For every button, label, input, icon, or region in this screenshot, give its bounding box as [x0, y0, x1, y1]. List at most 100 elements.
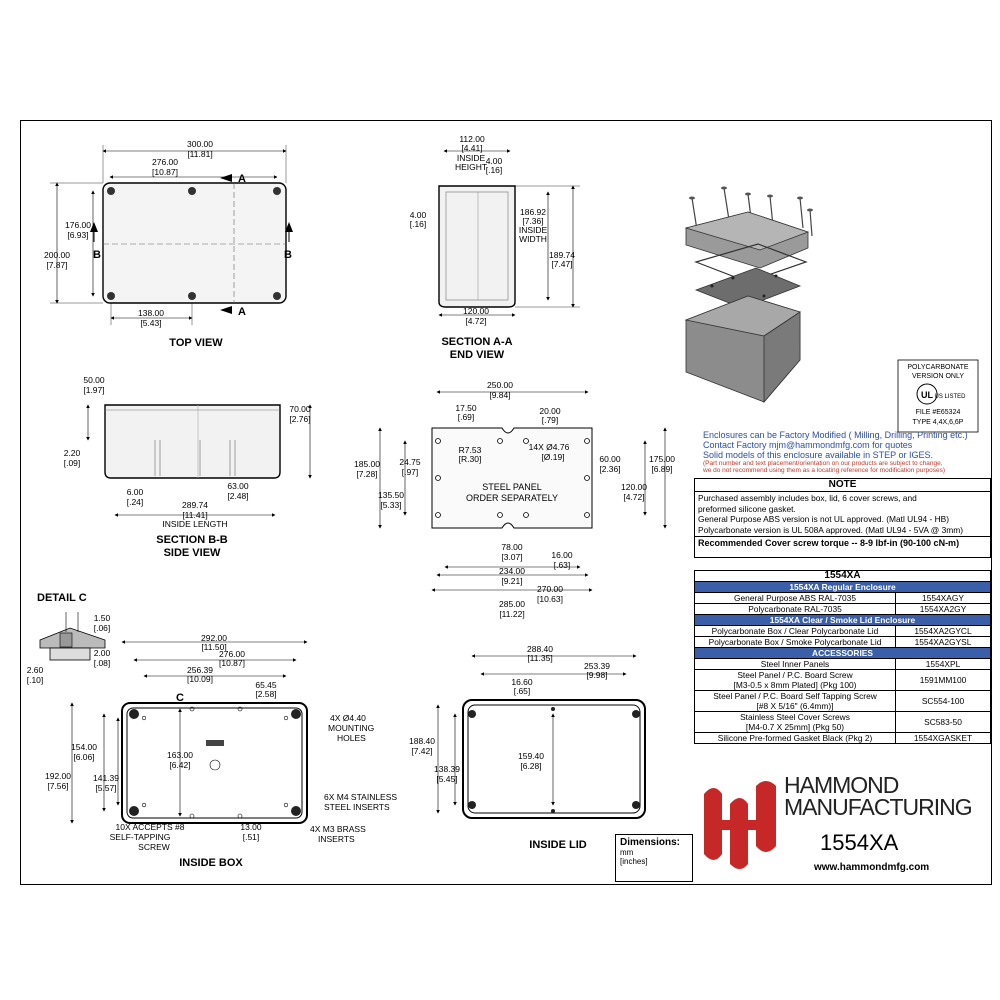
panel-hole: 14X Ø4.76 [529, 442, 570, 452]
table-row: Stainless Steel Cover Screws[M4-0.7 X 25… [694, 711, 991, 733]
exploded-isometric-view [684, 186, 813, 404]
top-b1: 138.00 [138, 308, 164, 318]
box-c: C [176, 692, 184, 704]
end-d1i: [.16] [410, 219, 427, 229]
panel-v1: 60.00 [599, 454, 621, 464]
box-acc1: 10X ACCEPTS #8 [116, 822, 185, 832]
box-acc2: SELF-TAPPING [110, 832, 171, 842]
box-w2i: [10.87] [219, 658, 245, 668]
box-w3i: [10.09] [187, 674, 213, 684]
panel-b2i: [.63] [554, 560, 571, 570]
mark-a-top: A [238, 173, 246, 185]
panel-h3: 135.50 [378, 490, 404, 500]
factory-info: Enclosures can be Factory Modified ( Mil… [703, 430, 993, 474]
panel-text1: STEEL PANEL [482, 482, 542, 492]
box-acc3: SCREW [138, 842, 170, 852]
table-row: Silicone Pre-formed Gasket Black (Pkg 2)… [694, 732, 991, 744]
title-end-view: END VIEW [450, 349, 505, 361]
box-w4: 65.45 [255, 680, 277, 690]
panel-a1i: [.69] [458, 412, 475, 422]
box-h1i: [6.06] [73, 752, 94, 762]
panel-h3i: [5.33] [380, 500, 401, 510]
detail-c-view: DETAIL C 1.50 [.06] 2.00 [.08] 2.60 [.10… [27, 592, 111, 685]
panel-b5i: [11.22] [499, 609, 524, 619]
panel-b4i: [10.63] [537, 594, 563, 604]
brand-block: HAMMOND MANUFACTURING 1554XA www.hammond… [694, 772, 991, 882]
info-l1: Enclosures can be Factory Modified ( Mil… [703, 430, 968, 440]
side-h1i: [1.97] [83, 385, 104, 395]
panel-v2: 175.00 [649, 454, 675, 464]
top-w1i: [11.81] [187, 149, 212, 159]
end-b1i: [4.72] [465, 316, 486, 326]
lid-w3i: [.65] [514, 686, 531, 696]
side-l1: 289.74 [182, 500, 208, 510]
lid-h3: 138.39 [434, 764, 460, 774]
note-l1: Purchased assembly includes box, lid, 6 … [698, 493, 917, 503]
detail-d1i: [.06] [94, 623, 111, 633]
panel-a2i: [.79] [542, 415, 559, 425]
box-h4: 141.39 [93, 773, 119, 783]
top-h1: 176.00 [65, 220, 91, 230]
note-box: NOTE Purchased assembly includes box, li… [694, 478, 991, 558]
ul-l1: POLYCARBONATE [907, 364, 969, 371]
panel-v2i: [6.89] [651, 464, 672, 474]
inside-box-view: 292.00 [11.50] 276.00 [10.87] 256.39 [10… [45, 633, 397, 869]
box-w4i: [2.58] [255, 689, 276, 699]
dims-l1: mm [620, 848, 634, 857]
top-h1i: [6.93] [67, 230, 88, 240]
lid-w2: 253.39 [584, 661, 610, 671]
side-h2i: [2.76] [289, 414, 310, 424]
end-h2i: [7.47] [551, 259, 572, 269]
drawing-border [20, 120, 992, 885]
detail-d1: 1.50 [94, 613, 111, 623]
side-d2: 63.00 [227, 481, 249, 491]
side-h3i: [.09] [64, 458, 81, 468]
panel-v1i: [2.36] [599, 464, 620, 474]
end-h2: 189.74 [549, 250, 575, 260]
mark-b-left: B [93, 249, 101, 261]
box-b1: 13.00 [240, 822, 262, 832]
detail-d3i: [.10] [27, 675, 44, 685]
top-h2i: [7.87] [46, 260, 67, 270]
end-view: 112.00 [4.41] INSIDE HEIGHT 4.00 [.16] 4… [410, 134, 580, 361]
panel-b5: 285.00 [499, 599, 525, 609]
dimensions-legend: Dimensions: mm [inches] [615, 834, 693, 882]
panel-b1i: [3.07] [501, 552, 522, 562]
end-b1: 120.00 [463, 306, 489, 316]
side-d1i: [.24] [127, 497, 144, 507]
end-iw: INSIDE [519, 225, 548, 235]
panel-h2: 24.75 [399, 457, 421, 467]
box-holes3: HOLES [337, 733, 366, 743]
box-h3i: [7.56] [47, 781, 68, 791]
website: www.hammondmfg.com [814, 862, 930, 873]
panel-h2i: [.97] [402, 467, 419, 477]
part-number: 1554XA [820, 830, 899, 855]
table-row: Polycarbonate Box / Smoke Polycarbonate … [694, 636, 991, 648]
title-top-view: TOP VIEW [169, 337, 223, 349]
ul-icon [916, 383, 938, 405]
ul-listed: US LISTED [934, 394, 966, 400]
panel-w1i: [9.84] [489, 390, 510, 400]
panel-h1i: [7.28] [356, 469, 377, 479]
title-detail-c: DETAIL C [37, 592, 87, 604]
panel-b3: 234.00 [499, 566, 525, 576]
lid-h3i: [5.45] [436, 774, 457, 784]
note-l3: General Purpose ABS version is not UL ap… [698, 514, 950, 525]
lid-h2: 159.40 [518, 751, 544, 761]
panel-r1i: [R.30] [459, 454, 482, 464]
ul-mark: UL [921, 390, 933, 400]
lid-h1: 188.40 [409, 736, 435, 746]
side-view: 50.00 [1.97] 70.00 [2.76] 2.20 [.09] 6.0… [64, 375, 312, 559]
end-t1: 4.00 [486, 156, 503, 166]
lid-h1i: [7.42] [411, 746, 432, 756]
panel-v3: 120.00 [621, 482, 647, 492]
panel-holei: [Ø.19] [541, 452, 564, 462]
top-w1: 300.00 [187, 139, 213, 149]
side-h1: 50.00 [83, 375, 105, 385]
detail-d2: 2.00 [94, 648, 111, 658]
box-h3: 192.00 [45, 771, 71, 781]
ul-type: TYPE 4,4X,6,6P [913, 419, 964, 426]
title-section-aa: SECTION A-A [441, 336, 512, 348]
